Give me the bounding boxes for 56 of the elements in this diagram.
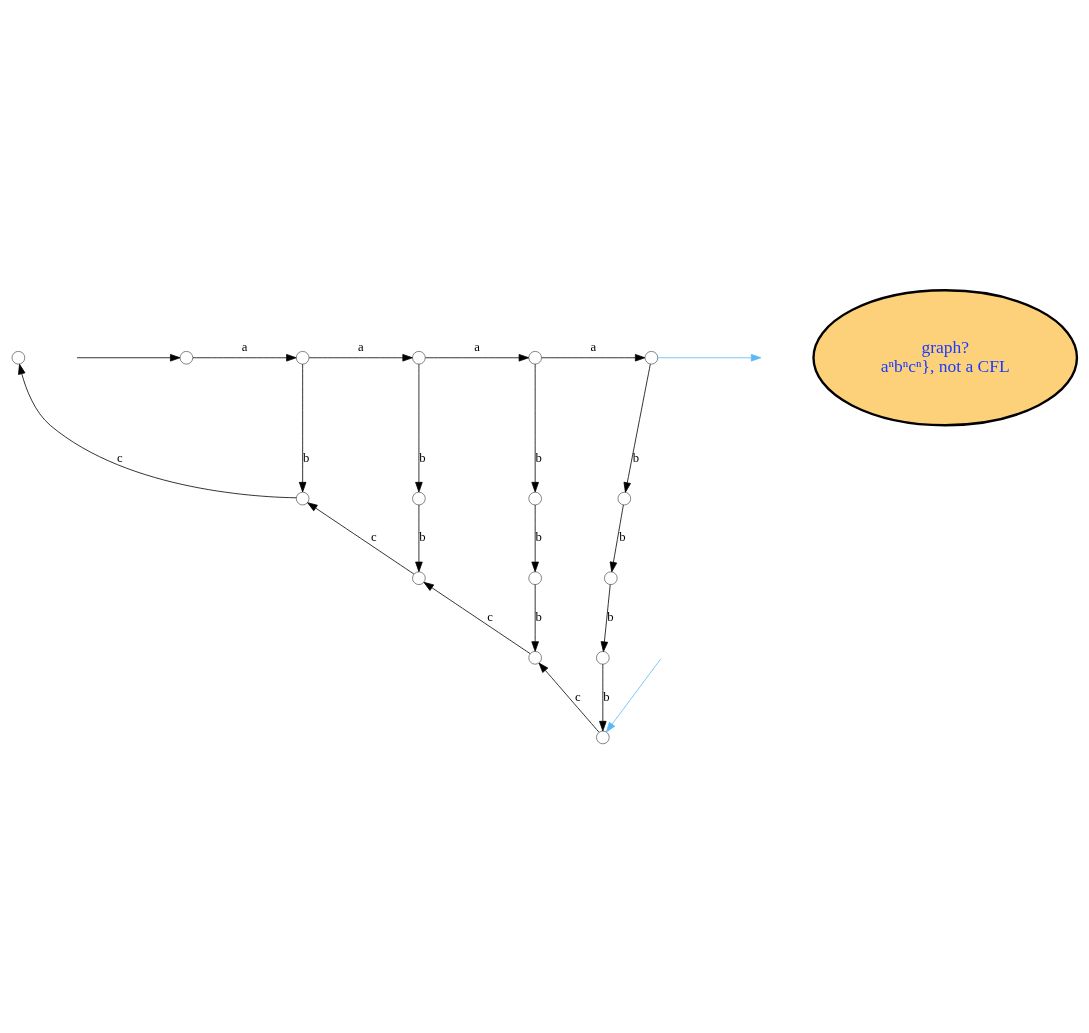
arrow	[308, 353, 413, 361]
arrow	[600, 583, 611, 652]
node-circle	[596, 650, 610, 665]
edge-label: a	[590, 339, 597, 354]
arrow	[415, 504, 423, 572]
edge-label: c	[117, 450, 123, 465]
edge-label: b	[303, 450, 310, 465]
arrow	[298, 363, 307, 492]
node-circle	[644, 350, 659, 364]
edge-label: b	[535, 529, 542, 544]
arrow	[531, 363, 539, 492]
node-circle	[412, 491, 426, 505]
edge-label: a	[357, 339, 364, 354]
node-circle	[617, 491, 632, 505]
node-circle	[596, 730, 610, 744]
arrow	[76, 353, 181, 361]
edge-label: b	[535, 609, 542, 624]
edge-label: b	[607, 609, 614, 624]
node-circle	[528, 570, 542, 585]
edge-label: c	[371, 529, 377, 544]
edge-label: b	[632, 450, 640, 465]
arrow	[415, 363, 423, 492]
node-circle	[412, 350, 426, 364]
arrow	[657, 353, 762, 361]
arrow	[609, 504, 624, 572]
node-circle	[179, 350, 194, 364]
node-circle	[604, 570, 618, 585]
node-circle	[412, 570, 426, 585]
edge-label: b	[419, 450, 426, 465]
edge-label: b	[619, 529, 626, 544]
arrow	[531, 583, 539, 652]
edge-label: b	[419, 529, 426, 544]
node-circle	[295, 350, 310, 364]
node-circle	[528, 491, 542, 505]
arrow	[307, 501, 415, 574]
arrow	[605, 657, 662, 732]
arrow	[18, 363, 297, 498]
arrow	[599, 663, 607, 731]
node-circle	[11, 350, 26, 364]
edge-label: c	[574, 689, 581, 704]
node-circle	[295, 491, 310, 505]
arrow	[423, 581, 531, 654]
arrow	[425, 353, 530, 361]
edge-label: b	[535, 450, 542, 465]
edge-label: c	[487, 609, 493, 624]
edge-label: a	[241, 339, 248, 354]
arrow	[531, 504, 539, 572]
edge-label: b	[603, 689, 610, 704]
arrow	[541, 353, 646, 361]
node-ellipse: graph? aⁿbⁿcⁿ}, not a CFL	[812, 288, 1079, 426]
arrow	[192, 353, 297, 361]
node-circle	[528, 650, 542, 665]
arrow	[538, 662, 600, 732]
edge-label: a	[474, 339, 480, 354]
node-circle	[528, 350, 542, 364]
arrow	[623, 363, 651, 493]
